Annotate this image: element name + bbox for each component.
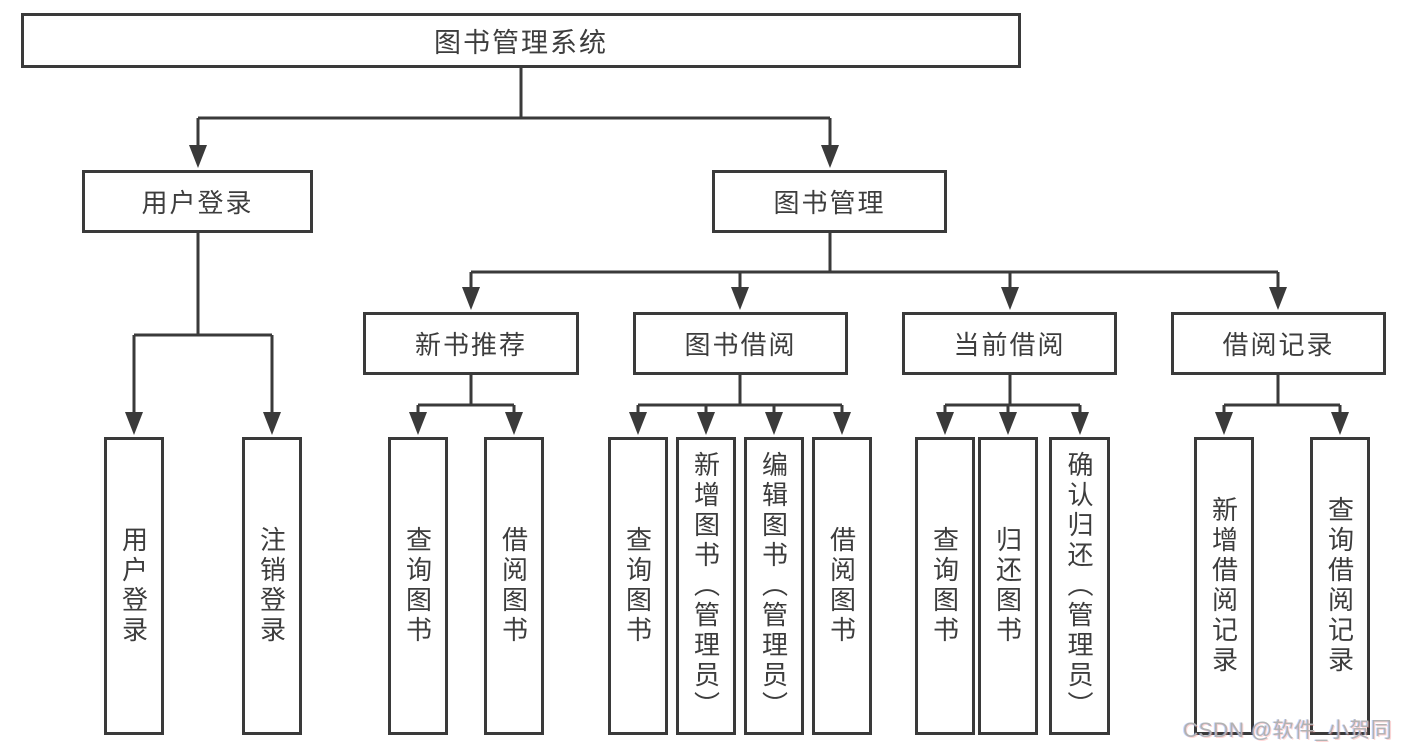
connector-new-book-rec-to-leaves: [409, 375, 523, 435]
connector-book-mgmt-to-level3: [462, 233, 1287, 310]
connector-root-to-level2: [189, 68, 839, 168]
leaf-query-books-3: 查询图书: [915, 437, 975, 735]
connector-user-login-to-leaves: [125, 233, 281, 435]
leaf-user-login: 用户登录: [104, 437, 164, 735]
node-current-borrow: 当前借阅: [902, 312, 1117, 375]
leaf-query-books-2: 查询图书: [608, 437, 668, 735]
leaf-query-borrow-record: 查询借阅记录: [1310, 437, 1370, 735]
connector-borrow-records-to-leaves: [1215, 375, 1349, 435]
leaf-query-books-1: 查询图书: [388, 437, 448, 735]
leaf-add-books-admin: 新增图书（管理员）: [676, 437, 736, 735]
node-root: 图书管理系统: [21, 13, 1021, 68]
leaf-logout: 注销登录: [242, 437, 302, 735]
leaf-add-borrow-record: 新增借阅记录: [1194, 437, 1254, 735]
leaf-borrow-books-2: 借阅图书: [812, 437, 872, 735]
leaf-return-books: 归还图书: [978, 437, 1038, 735]
watermark: CSDN @软件_小贺同学: [1183, 719, 1393, 742]
node-borrow-records: 借阅记录: [1171, 312, 1386, 375]
leaf-confirm-return-admin: 确认归还（管理员）: [1049, 437, 1110, 735]
connector-book-borrow-to-leaves: [629, 375, 851, 435]
node-book-borrow: 图书借阅: [633, 312, 848, 375]
leaf-borrow-books-1: 借阅图书: [484, 437, 544, 735]
node-new-book-rec: 新书推荐: [363, 312, 579, 375]
leaf-edit-books-admin: 编辑图书（管理员）: [744, 437, 804, 735]
connector-current-borrow-to-leaves: [936, 375, 1089, 435]
node-book-mgmt: 图书管理: [712, 170, 947, 233]
node-user-login: 用户登录: [82, 170, 313, 233]
